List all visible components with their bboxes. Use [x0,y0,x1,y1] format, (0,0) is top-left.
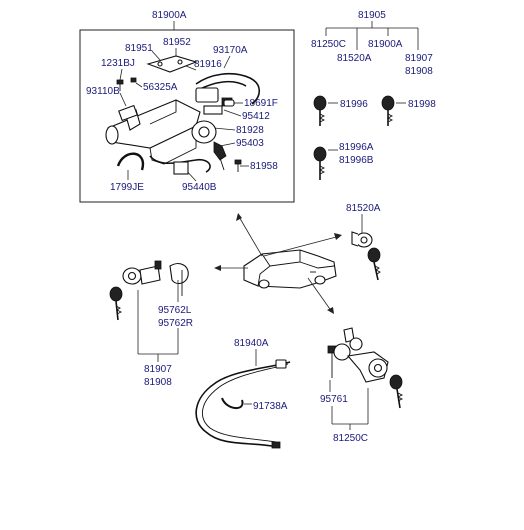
label-81907-left[interactable]: 81907 [144,364,172,375]
label-81958[interactable]: 81958 [250,161,278,172]
screw-1231BJ [116,79,124,91]
label-81907-right[interactable]: 81907 [405,53,433,64]
clip-91738A: 91738A [221,397,288,412]
label-81998[interactable]: 81998 [408,99,436,110]
label-81908-left[interactable]: 81908 [144,377,172,388]
car-illustration [243,249,337,289]
label-93110B[interactable]: 93110B [86,86,120,97]
harness-95440B [149,155,211,175]
label-91738A[interactable]: 91738A [253,401,288,412]
ignition-harness-93170A [195,72,261,107]
key-81998: 81998 [381,95,436,126]
key-81996: 81996 [313,95,368,126]
label-1799JE[interactable]: 1799JE [110,182,144,193]
label-81928[interactable]: 81928 [236,125,264,136]
label-95762L[interactable]: 95762L [158,305,192,316]
label-95440B[interactable]: 95440B [182,182,217,193]
label-95761[interactable]: 95761 [320,394,348,405]
lock-body-93110B [105,99,201,165]
release-cable-81940A: 81940A [195,338,291,449]
lamp-18691F [223,99,235,107]
steering-lock-assembly-group: 81900A 81951 81952 93170A 1231BJ 81916 5… [79,10,295,203]
screw-56325A [130,77,137,83]
label-81520A-right[interactable]: 81520A [337,53,372,64]
key-set-81905-group: 81905 81250C 81900A 81520A 81907 81908 [311,10,433,77]
label-95403[interactable]: 95403 [236,138,264,149]
assembly-frame [79,29,295,203]
label-81996A[interactable]: 81996A [339,142,374,153]
door-lock-assembly-81907: 95762L 95762R 81907 81908 [109,260,193,388]
label-81520A-lock[interactable]: 81520A [346,203,381,214]
label-93170A[interactable]: 93170A [213,45,248,56]
label-81996B[interactable]: 81996B [339,155,374,166]
label-18691F[interactable]: 18691F [244,98,278,109]
label-95412[interactable]: 95412 [242,111,270,122]
clip-ring-1799JE [116,152,145,171]
direction-arrows [214,213,342,314]
label-81940A[interactable]: 81940A [234,338,269,349]
label-81951[interactable]: 81951 [125,43,153,54]
key-cylinder-81928 [191,120,227,171]
label-81905[interactable]: 81905 [358,10,386,21]
switch-95412 [203,105,223,115]
upper-bracket-plate [146,55,198,73]
key-81996A-81996B: 81996A 81996B [313,142,374,180]
screw-81958 [234,159,242,172]
label-95762R[interactable]: 95762R [158,318,193,329]
door-lock-81520A: 81520A [346,203,381,281]
label-81908-right[interactable]: 81908 [405,66,433,77]
label-81916[interactable]: 81916 [194,59,222,70]
label-81900A-top[interactable]: 81900A [152,10,187,21]
label-1231BJ[interactable]: 1231BJ [101,58,135,69]
label-81250C[interactable]: 81250C [311,39,346,50]
label-81250C-lower[interactable]: 81250C [333,433,368,444]
trunk-lock-81250C: 95761 81250C [320,327,404,444]
label-81900A-right[interactable]: 81900A [368,39,403,50]
label-81952[interactable]: 81952 [163,37,191,48]
label-81996[interactable]: 81996 [340,99,368,110]
label-56325A[interactable]: 56325A [143,82,178,93]
